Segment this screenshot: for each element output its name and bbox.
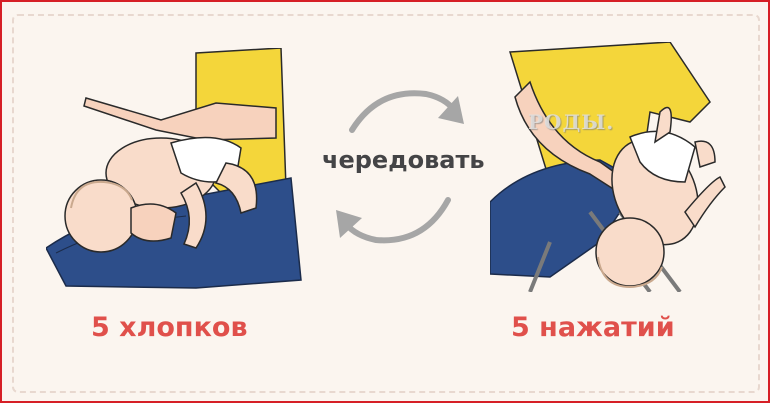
alternate-cycle-arrows bbox=[336, 90, 464, 244]
chest-thrusts-illustration bbox=[490, 42, 726, 292]
watermark-text: РОДЫ. bbox=[528, 110, 615, 134]
step-label-chest-thrusts: 5 нажатий bbox=[511, 312, 675, 343]
back-blows-illustration bbox=[46, 48, 302, 289]
dashed-card bbox=[12, 14, 760, 393]
step-label-back-blows: 5 хлопков bbox=[91, 312, 248, 343]
alternate-text: чередовать bbox=[322, 146, 485, 174]
